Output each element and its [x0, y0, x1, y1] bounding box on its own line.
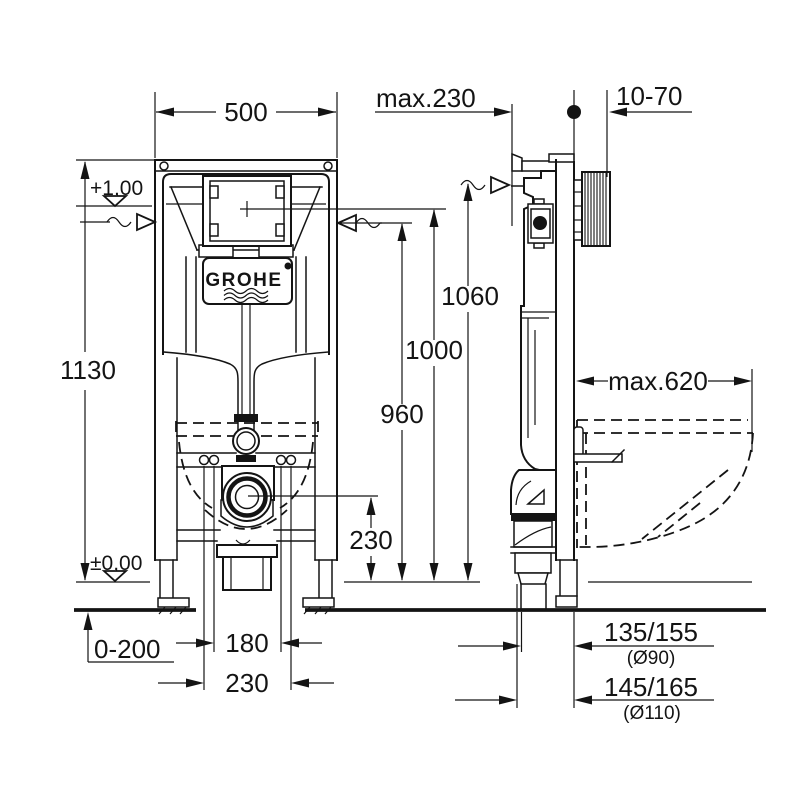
- dimension-height-960: 960: [380, 223, 424, 581]
- wave-icon: [223, 296, 269, 304]
- outlet-height-label: 230: [349, 525, 392, 555]
- flow-arrow-icon: [136, 212, 158, 232]
- dimension-outlet-110: 145/165 (Ø110): [455, 672, 714, 724]
- front-view-feet: [157, 559, 335, 615]
- corner-screw-icon: [159, 161, 169, 171]
- top-bracket: [511, 152, 523, 172]
- front-view-cistern: GROHE: [162, 173, 330, 462]
- bowl-support-rod: [573, 426, 626, 464]
- dimension-depth-max230: max.230: [375, 83, 513, 226]
- side-view-frame: [510, 152, 626, 609]
- brand-name: GROHE: [205, 270, 282, 291]
- fixing-bolt-icon: [275, 454, 287, 466]
- rail-top-cap: [548, 153, 575, 163]
- front-view-drain: [216, 465, 278, 591]
- outlet-span-label: 230: [225, 668, 268, 698]
- dimension-outlet-span-230: 230: [158, 668, 334, 698]
- dimension-wall-gap-10-70: 10-70: [567, 81, 692, 177]
- flush-plate-opening: [202, 175, 292, 247]
- width-label: 500: [224, 97, 267, 127]
- wave-icon: [223, 292, 269, 299]
- dimension-height-1060: 1060: [441, 183, 499, 581]
- fixing-bolt-icon: [198, 454, 210, 466]
- level-triangle-icon: [101, 570, 129, 583]
- fixing-pin-extension-lines: [203, 466, 292, 690]
- grohe-logo: GROHE: [202, 257, 293, 305]
- dimension-bowl-depth-max620: max.620: [576, 366, 753, 452]
- registered-mark-icon: [284, 262, 292, 270]
- frame-crossbars: [176, 452, 316, 542]
- level-triangle-icon: [101, 195, 129, 208]
- corner-screw-icon: [323, 161, 333, 171]
- supply-flow-symbol-left: [80, 212, 158, 232]
- dimension-height-1000: 1000: [405, 209, 463, 581]
- height-label: 1130: [60, 355, 116, 385]
- level-mark-zero: ±0,00: [76, 552, 150, 583]
- pipe-coupling: [236, 455, 256, 462]
- side-view-bowl-dashed: [576, 419, 754, 548]
- supply-height-label: 960: [380, 399, 423, 429]
- level-mark-plus100: +1,00: [76, 177, 152, 208]
- pipe-coupling: [234, 414, 258, 422]
- flow-arrow-icon: [490, 175, 512, 195]
- flush-height-label: 1060: [441, 281, 499, 311]
- pipe-coupling: [511, 514, 556, 521]
- outlet-110-label: 145/165: [604, 672, 698, 702]
- dimension-outlet-90: 135/155 (Ø90): [458, 617, 714, 669]
- threaded-rod-hatch: [581, 171, 611, 247]
- foot-adjust-label: 0-200: [94, 634, 161, 664]
- level-zero-label: ±0,00: [90, 552, 142, 575]
- fixing-span-label: 180: [225, 628, 268, 658]
- wave-icon: [106, 216, 132, 228]
- front-view-frame: [154, 159, 338, 561]
- level-top-label: +1,00: [90, 177, 143, 200]
- fixing-bolt-icon: [208, 454, 220, 466]
- supply-flow-symbol-side: [460, 175, 512, 195]
- dimension-outlet-height-230: 230: [349, 497, 393, 581]
- plate-height-label: 1000: [405, 335, 463, 365]
- dimension-foot-adjust: 0-200: [83, 612, 174, 664]
- dimension-width-500: 500: [154, 92, 338, 158]
- outlet-90-dia-label: (Ø90): [627, 648, 676, 669]
- wave-icon: [223, 287, 269, 295]
- fixing-bolt-icon: [285, 454, 297, 466]
- outlet-90-label: 135/155: [604, 617, 698, 647]
- dimension-height-1130: 1130: [60, 159, 155, 581]
- depth-top-label: max.230: [376, 83, 476, 113]
- wall-anchor: [573, 171, 611, 247]
- wall-gap-label: 10-70: [616, 81, 683, 111]
- reference-dot-icon: [567, 105, 581, 119]
- outlet-110-dia-label: (Ø110): [623, 703, 681, 724]
- bolt-icon: [533, 216, 547, 230]
- fixing-bracket: [527, 198, 554, 249]
- foot-plate: [302, 597, 335, 608]
- below-floor-extension-lines: [516, 612, 575, 708]
- foot-plate: [555, 595, 578, 608]
- dimension-fixing-span-180: 180: [176, 628, 322, 658]
- foot-plate: [157, 597, 190, 608]
- height-reference-lines: [240, 208, 480, 583]
- wave-icon: [460, 179, 486, 191]
- bowl-depth-label: max.620: [608, 366, 708, 396]
- side-view-pipes: [510, 469, 557, 609]
